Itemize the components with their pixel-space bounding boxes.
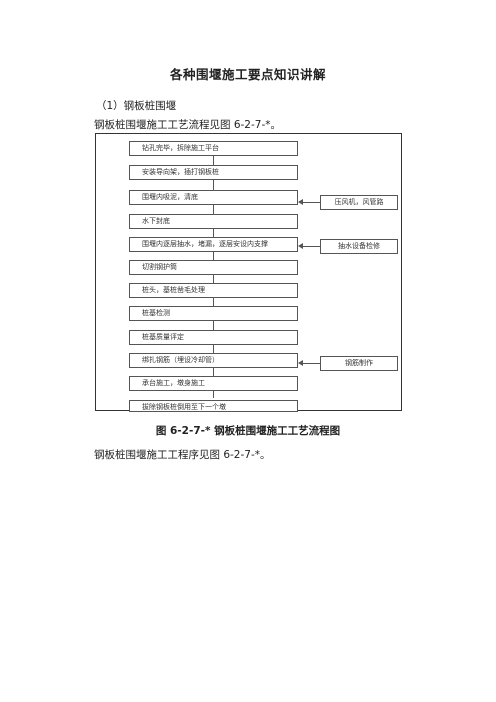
section-heading: （1）钢板桩围堰 — [96, 100, 177, 112]
side-input-pump: 抽水设备检修 — [320, 239, 398, 254]
flowchart-figure: 钻孔完毕，拆除施工平台 安装导向架，插打钢板桩 围堰内吸泥，清底 水下封底 围堰… — [95, 133, 402, 412]
side-connector-1 — [303, 202, 320, 203]
figure-caption: 图 6-2-7-* 钢板桩围堰施工工艺流程图 — [155, 425, 341, 437]
document-title: 各种围堰施工要点知识讲解 — [169, 67, 326, 82]
outro-paragraph: 钢板桩围堰施工工程序见图 6-2-7-*。 — [94, 449, 271, 461]
flow-step-2: 安装导向架，插打钢板桩 — [129, 165, 298, 180]
side-connector-2 — [303, 246, 320, 247]
intro-paragraph: 钢板桩围堰施工工艺流程见图 6-2-7-*。 — [94, 119, 281, 131]
side-input-rebar: 钢筋制作 — [320, 356, 398, 371]
flow-step-7: 桩头，基桩凿毛处理 — [129, 283, 298, 298]
arrow-icon — [298, 360, 303, 366]
flow-step-4: 水下封底 — [129, 214, 298, 229]
arrow-icon — [298, 243, 303, 249]
flow-step-12: 拔除钢板桩倒用至下一个墩 — [129, 400, 298, 412]
flow-step-11: 承台施工，墩身施工 — [129, 376, 298, 391]
side-input-compressor: 压风机，风管路 — [320, 195, 398, 210]
flow-step-5: 围堰内逐层抽水，堵漏，逐层安设内支撑 — [129, 237, 298, 252]
flow-step-8: 桩基检测 — [129, 306, 298, 321]
flow-step-3: 围堰内吸泥，清底 — [129, 190, 298, 205]
flow-step-1: 钻孔完毕，拆除施工平台 — [129, 141, 298, 156]
arrow-icon — [298, 199, 303, 205]
flow-step-10: 绑扎钢筋（埋设冷却管） — [129, 353, 298, 368]
flow-step-9: 桩基质量评定 — [129, 330, 298, 345]
side-connector-3 — [303, 363, 320, 364]
flow-step-6: 切割钢护筒 — [129, 260, 298, 275]
